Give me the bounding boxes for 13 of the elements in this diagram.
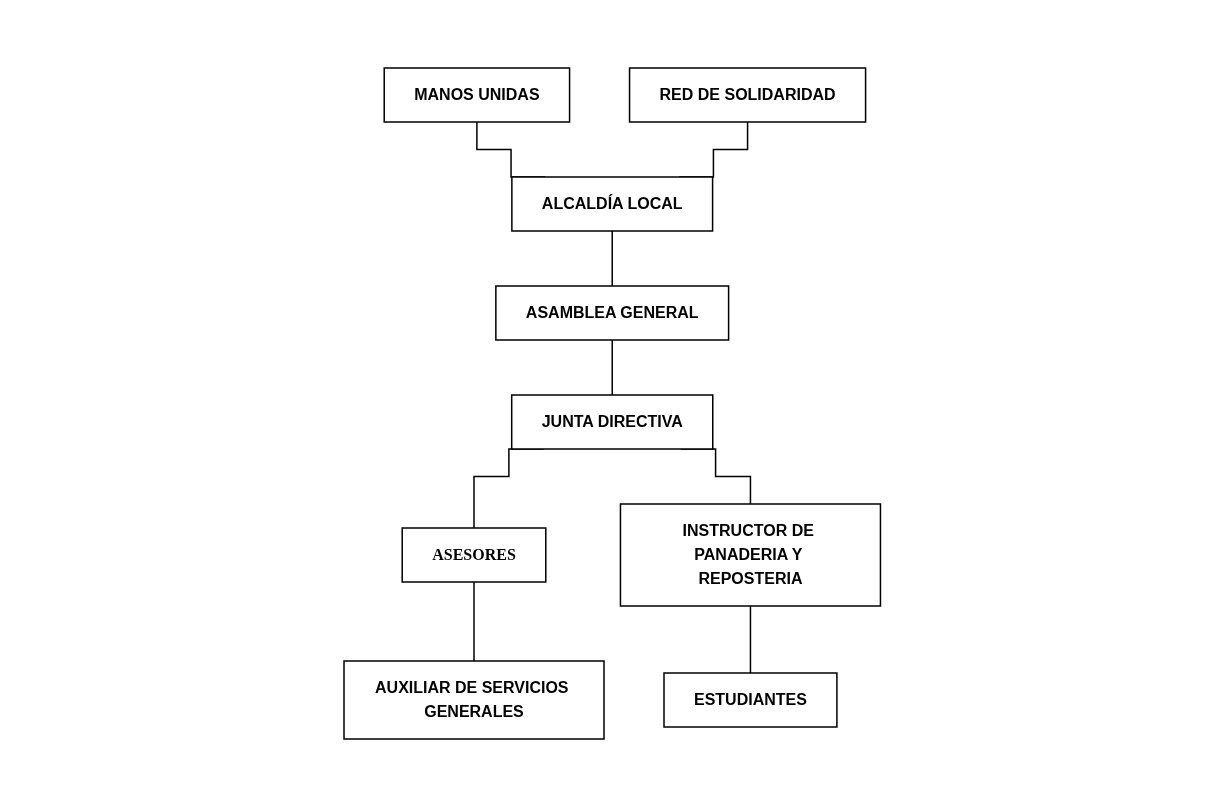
node-box: ASESORES (401, 526, 547, 583)
connector (473, 580, 475, 662)
node-box: INSTRUCTOR DE PANADERIA Y REPOSTERIA (619, 502, 881, 607)
node-box: AUXILIAR DE SERVICIOS GENERALES (343, 659, 605, 740)
node-box: RED DE SOLIDARIDAD (628, 66, 867, 123)
connector (611, 229, 613, 287)
node-box: ALCALDÍA LOCAL (510, 175, 714, 232)
node-box: ESTUDIANTES (663, 671, 838, 728)
connector (611, 338, 613, 396)
connector (749, 604, 751, 674)
node-box: ASAMBLEA GENERAL (494, 284, 730, 341)
node-box: MANOS UNIDAS (383, 66, 571, 123)
node-box: JUNTA DIRECTIVA (510, 393, 714, 450)
